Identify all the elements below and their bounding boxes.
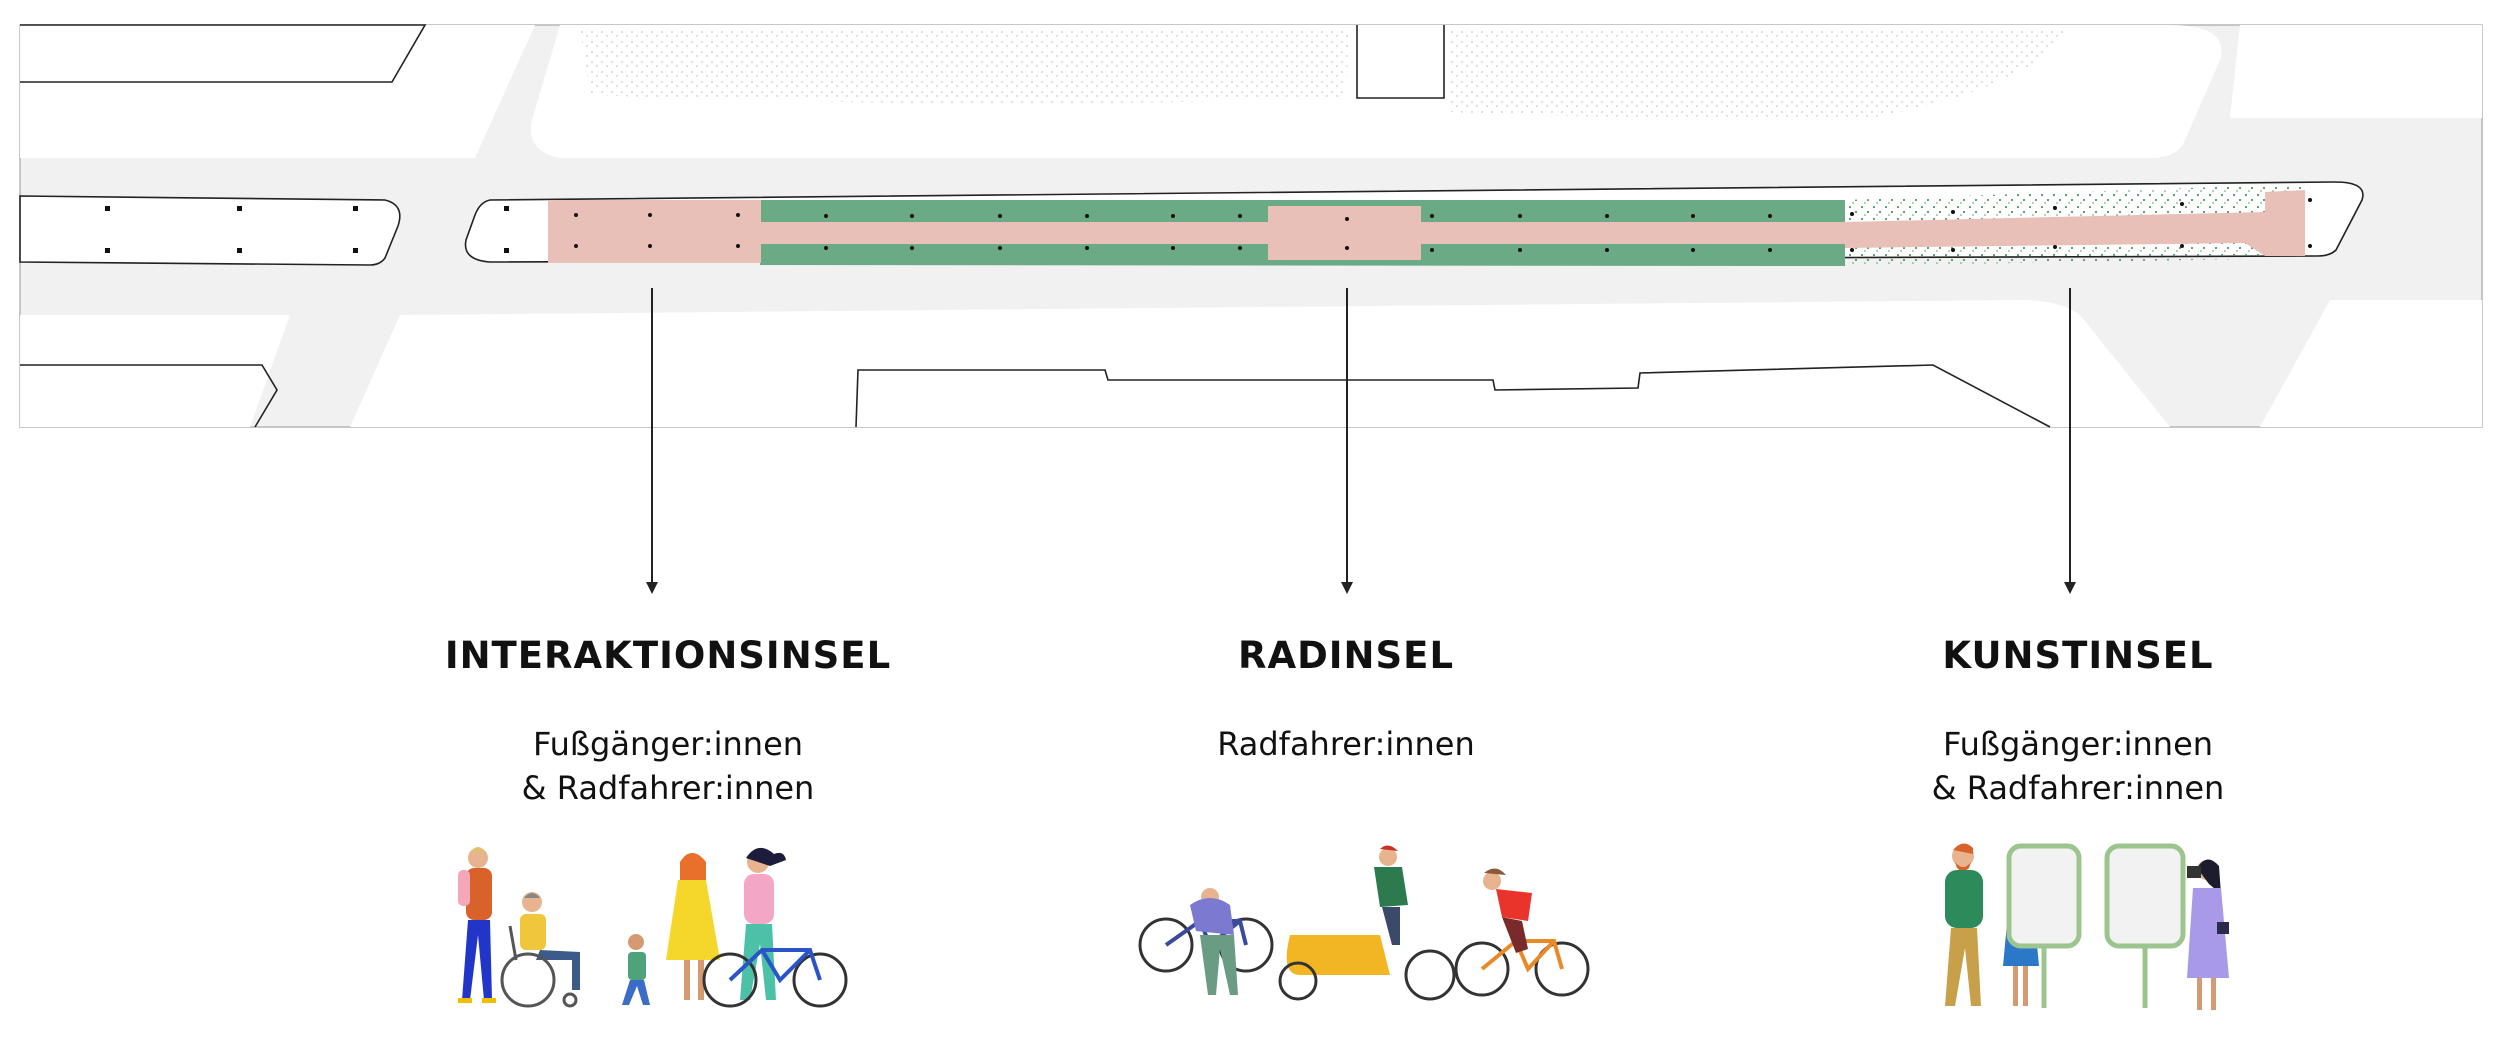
zone-art-island: KUNSTINSEL Fußgänger:innen & Radfahrer:in… xyxy=(1778,634,2378,810)
zone-users: Radfahrer:innen xyxy=(1046,722,1646,766)
planting-area-top-left xyxy=(580,28,1350,104)
zone-bike-island: RADINSEL Radfahrer:innen xyxy=(1046,634,1646,766)
zone-users-line-1: Fußgänger:innen xyxy=(1942,725,2214,763)
building-top-left xyxy=(20,24,427,83)
building-bottom-center xyxy=(855,364,2051,428)
interaction-island-surface xyxy=(548,200,761,263)
zone-users-line-1: Radfahrer:innen xyxy=(1217,725,1475,763)
woman-yellow-figure xyxy=(666,853,720,1000)
cargo-bike-figure xyxy=(1278,845,1456,1001)
art-viewer-man-figure xyxy=(1945,843,1983,1006)
block-top-right xyxy=(2230,25,2482,118)
art-island-path xyxy=(1845,190,2305,256)
planting-area-top-right xyxy=(1450,28,2070,120)
zone-users: Fußgänger:innen & Radfahrer:innen xyxy=(368,722,968,810)
block-bottom-center xyxy=(350,300,2170,427)
illustration-bike-users xyxy=(1138,845,1590,1001)
art-viewer-photographer-figure xyxy=(2187,859,2229,1010)
block-top-left xyxy=(20,25,535,158)
road-cyclist-figure xyxy=(1454,868,1590,997)
wheelchair-user-figure xyxy=(500,892,580,1008)
child-figure xyxy=(622,934,650,1005)
zone-title: INTERAKTIONSINSEL xyxy=(444,634,892,677)
zone-users-line-2: & Radfahrer:innen xyxy=(1931,769,2225,807)
block-bottom-left xyxy=(20,315,290,427)
zone-users-line-1: Fußgänger:innen xyxy=(532,725,804,763)
block-bottom-right xyxy=(2260,300,2482,427)
left-traffic-island xyxy=(19,195,401,266)
zone-users: Fußgänger:innen & Radfahrer:innen xyxy=(1778,722,2378,810)
main-island-bollards xyxy=(504,206,509,253)
main-island-markers xyxy=(574,198,2312,252)
building-top-center xyxy=(1356,25,1445,99)
left-island-bollards xyxy=(105,206,358,253)
building-bottom-left xyxy=(20,364,278,428)
pedestrian-figure xyxy=(458,847,496,1003)
zone-interaction-island: INTERAKTIONSINSEL Fußgänger:innen & Radfa… xyxy=(368,634,968,810)
illustration-interaction-users xyxy=(458,847,848,1008)
zone-title: RADINSEL xyxy=(1237,634,1455,677)
art-board-right xyxy=(2104,843,2186,1008)
illustration-art-users xyxy=(1945,843,2229,1010)
art-board-left xyxy=(2006,843,2082,1008)
bike-island-plaza xyxy=(1268,206,1421,260)
zone-users-line-2: & Radfahrer:innen xyxy=(521,769,815,807)
cyclist-repair-figure xyxy=(1138,888,1274,995)
zone-title: KUNSTINSEL xyxy=(1942,634,2214,677)
woman-with-bike-figure xyxy=(702,847,848,1008)
